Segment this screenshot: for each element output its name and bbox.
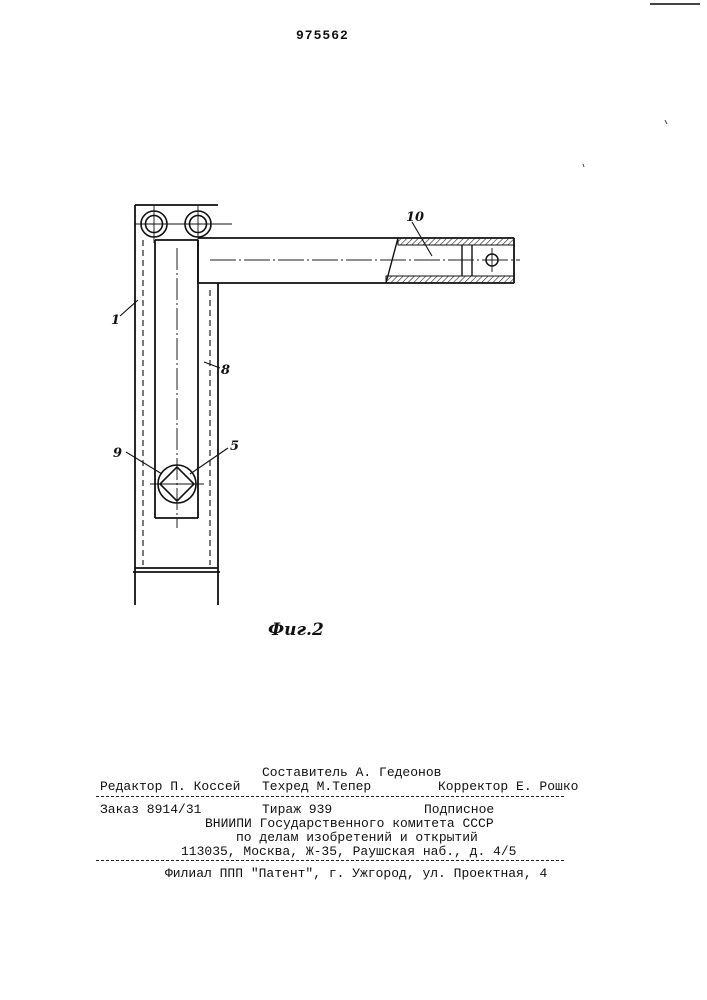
compiler-line: Составитель А. Гедеонов (262, 765, 441, 780)
scan-marks (583, 4, 700, 167)
editor-line: Редактор П. Коссей (100, 779, 240, 794)
techred-line: Техред М.Тепер (262, 779, 371, 794)
technical-drawing: 1 8 9 5 10 (0, 0, 707, 720)
divider-bottom (96, 860, 564, 861)
circulation-line: Тираж 939 (262, 802, 332, 817)
branch-line: Филиал ППП "Патент", г. Ужгород, ул. Про… (165, 866, 547, 881)
label-1: 1 (111, 313, 120, 328)
figure-caption: Фиг.2 (268, 620, 324, 640)
label-5: 5 (230, 439, 239, 454)
org-line-2: по делам изобретений и открытий (236, 830, 478, 845)
label-8: 8 (221, 363, 230, 378)
order-line: Заказ 8914/31 (100, 802, 201, 817)
label-9: 9 (113, 446, 122, 461)
corrector-line: Корректор Е. Рошко (438, 779, 578, 794)
address-line: 113035, Москва, Ж-35, Раушская наб., д. … (181, 844, 516, 859)
divider-top (96, 796, 564, 797)
label-10: 10 (406, 210, 424, 225)
org-line-1: ВНИИПИ Государственного комитета СССР (205, 816, 494, 831)
subscription-line: Подписное (424, 802, 494, 817)
